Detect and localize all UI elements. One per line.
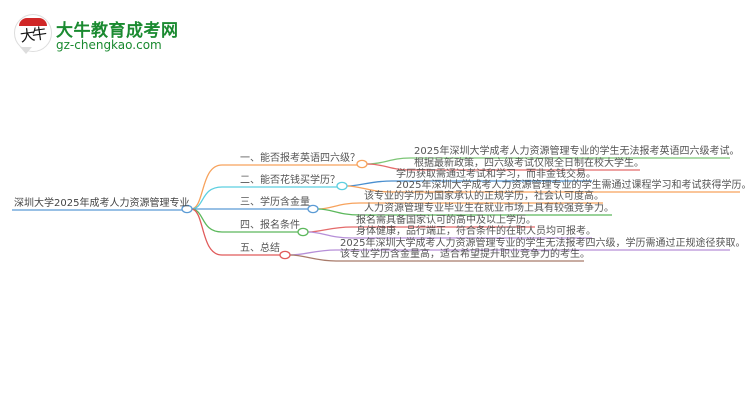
leaf-3-1: 该专业的学历为国家承认的正规学历，社会认可度高。 bbox=[364, 191, 604, 202]
leaf-2-2: 2025年深圳大学成考人力资源管理专业的学生需通过课程学习和考试获得学历。 bbox=[396, 180, 750, 191]
mindmap-root[interactable]: 深圳大学2025年成考人力资源管理专业 bbox=[14, 198, 190, 209]
leaf-1-1: 2025年深圳大学成考人力资源管理专业的学生无法报考英语四六级考试。 bbox=[414, 146, 740, 157]
leaf-4-1: 报名需具备国家认可的高中及以上学历。 bbox=[356, 215, 536, 226]
branch-5-label[interactable]: 五、总结 bbox=[240, 243, 280, 254]
leaf-4-2: 身体健康，品行端正，符合条件的在职人员均可报考。 bbox=[356, 226, 596, 237]
branch-3-label[interactable]: 三、学历含金量 bbox=[240, 197, 310, 208]
site-logo[interactable]: 大牛 大牛教育成考网 gz-chengkao.com bbox=[14, 14, 204, 56]
leaf-1-2: 根据最新政策，四六级考试仅限全日制在校大学生。 bbox=[414, 158, 644, 169]
logo-badge-icon: 大牛 bbox=[14, 14, 52, 52]
leaf-5-1: 2025年深圳大学成考人力资源管理专业的学生无法报考四六级，学历需通过正规途径获… bbox=[340, 238, 746, 249]
leaf-2-1: 学历获取需通过考试和学习，而非金钱交易。 bbox=[396, 169, 596, 180]
leaf-5-2: 该专业学历含金量高，适合希望提升职业竞争力的考生。 bbox=[340, 249, 590, 260]
branch-1-label[interactable]: 一、能否报考英语四六级？ bbox=[240, 153, 360, 164]
logo-url: gz-chengkao.com bbox=[56, 38, 162, 52]
leaf-3-2: 人力资源管理专业毕业生在就业市场上具有较强竞争力。 bbox=[364, 203, 614, 214]
speech-bubble-tail-icon bbox=[20, 47, 32, 54]
branch-4-label[interactable]: 四、报名条件 bbox=[240, 220, 300, 231]
logo-title: 大牛教育成考网 bbox=[56, 21, 179, 41]
branch-2-label[interactable]: 二、能否花钱买学历？ bbox=[240, 175, 340, 186]
